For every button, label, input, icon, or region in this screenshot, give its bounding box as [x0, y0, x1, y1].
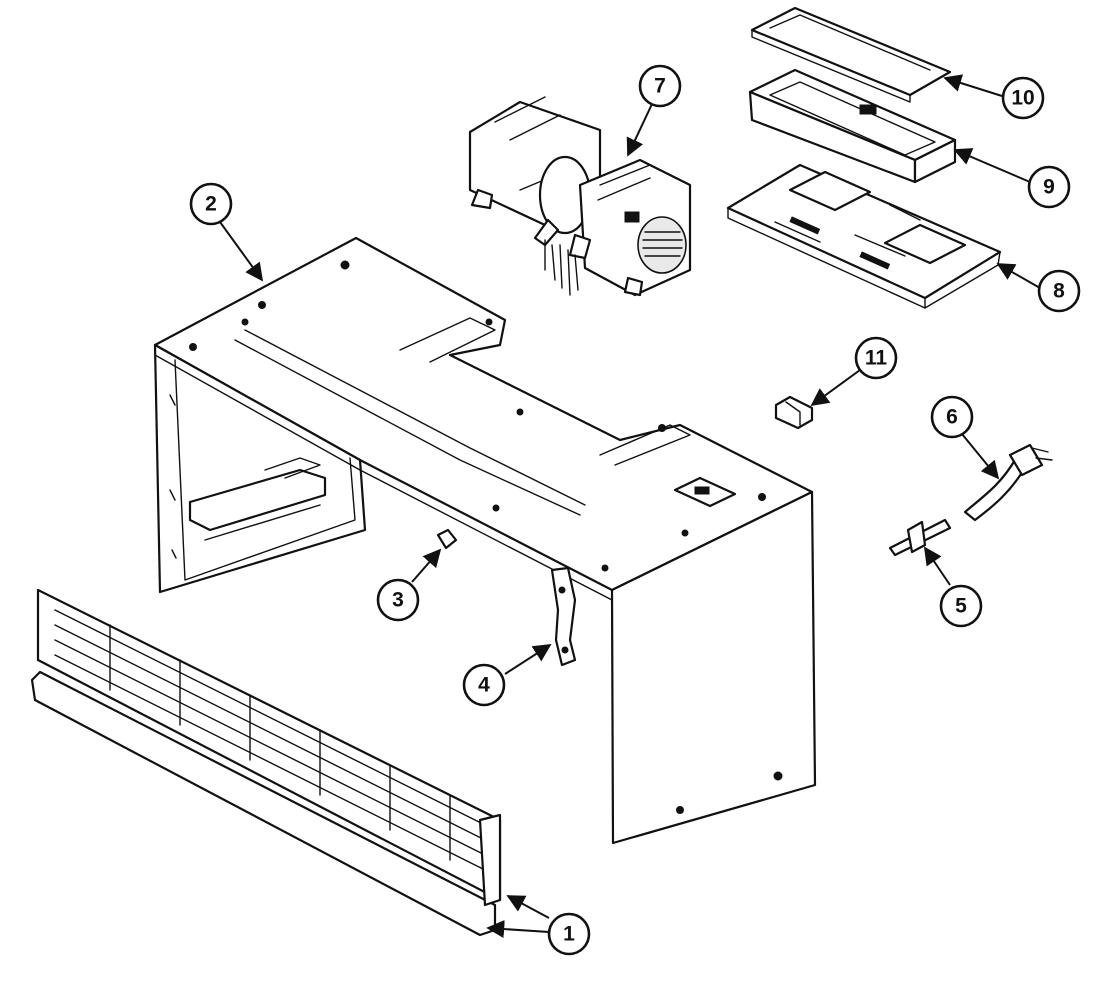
top-cover-part[interactable]	[750, 6, 952, 103]
leader-4	[504, 644, 552, 675]
callout-10-label: 10	[1011, 87, 1034, 110]
leader-1b	[486, 920, 550, 939]
tray-part[interactable]	[748, 68, 957, 184]
callout-7-label: 7	[654, 75, 666, 98]
leader-7	[626, 103, 653, 157]
leader-11	[810, 369, 861, 407]
strain-relief-part[interactable]	[888, 518, 952, 557]
grille-part[interactable]	[30, 588, 502, 937]
leader-6	[961, 433, 1000, 480]
callout-11-label: 11	[865, 347, 888, 370]
power-cord-part[interactable]	[963, 443, 1053, 522]
callout-5-label: 5	[955, 595, 967, 618]
callout-6[interactable]: 6	[930, 395, 974, 439]
housing-part[interactable]	[153, 236, 817, 845]
base-plate-part[interactable]	[726, 163, 1002, 309]
leader-9	[953, 148, 1031, 183]
callout-2-label: 2	[205, 193, 217, 216]
callout-8[interactable]: 8	[1037, 269, 1081, 313]
blower-motor-part[interactable]	[468, 96, 692, 297]
callout-5[interactable]: 5	[939, 584, 983, 628]
leader-8	[996, 263, 1041, 289]
leader-2	[219, 221, 264, 282]
clip-part[interactable]	[774, 395, 814, 430]
callout-3[interactable]: 3	[376, 578, 420, 622]
callout-6-label: 6	[946, 406, 958, 429]
leader-10	[943, 74, 1003, 97]
callout-9[interactable]: 9	[1027, 165, 1071, 209]
leader-5	[923, 546, 951, 586]
callout-4-label: 4	[478, 674, 490, 697]
callout-8-label: 8	[1053, 280, 1065, 303]
callout-10[interactable]: 10	[1001, 76, 1045, 120]
fastener-part[interactable]	[436, 528, 458, 550]
callout-9-label: 9	[1043, 176, 1055, 199]
callout-1-label: 1	[563, 923, 575, 946]
callout-1[interactable]: 1	[547, 912, 591, 956]
leader-3	[411, 548, 442, 583]
callout-3-label: 3	[392, 589, 404, 612]
callout-11[interactable]: 11	[854, 336, 898, 380]
leader-1a	[506, 895, 550, 919]
callout-2[interactable]: 2	[189, 182, 233, 226]
callout-4[interactable]: 4	[462, 663, 506, 707]
callout-7[interactable]: 7	[638, 64, 682, 108]
bracket-part[interactable]	[550, 566, 577, 667]
